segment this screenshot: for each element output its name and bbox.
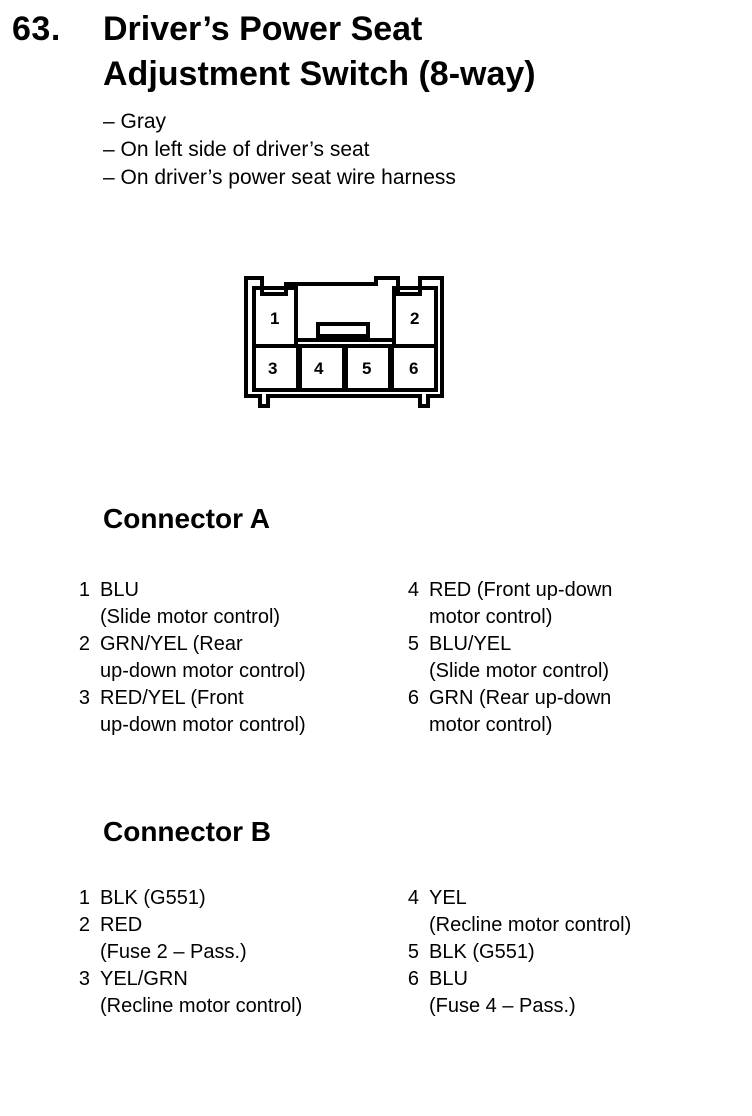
connector-a-pin-6: 6 GRN (Rear up-down motor control) (405, 685, 735, 739)
note-color: – Gray (103, 110, 167, 133)
pin-function: (Slide motor control) (429, 660, 610, 682)
connector-b-left-column: 1 BLK (G551) 2 RED (Fuse 2 – Pass.) 3 YE… (76, 885, 406, 1020)
pin-number: 1 (78, 887, 90, 909)
connector-a-pin-5: 5 BLU/YEL (Slide motor control) (405, 631, 735, 685)
connector-b-heading: Connector B (103, 816, 271, 847)
pin-number: 4 (407, 579, 419, 601)
latch (316, 322, 370, 338)
pin-wire: RED (100, 914, 143, 936)
pin-function: (Fuse 2 – Pass.) (100, 941, 247, 963)
connector-notes: – Gray – On left side of driver’s seat –… (103, 108, 456, 192)
connector-a-pin-3: 3 RED/YEL (Front up-down motor control) (76, 685, 406, 739)
connector-b-right-column: 4 YEL (Recline motor control) 5 BLK (G55… (405, 885, 735, 1020)
pin-number: 2 (78, 914, 90, 936)
pin-number: 6 (407, 968, 419, 990)
pin-number: 5 (407, 633, 419, 655)
pin-wire: BLU (429, 968, 468, 990)
pin-function: up-down motor control) (100, 660, 306, 682)
pin-number: 2 (78, 633, 90, 655)
connector-diagram: 1 2 3 4 5 6 (244, 276, 444, 408)
pin-wire: RED (Front up-down (429, 579, 613, 601)
connector-a-left-column: 1 BLU (Slide motor control) 2 GRN/YEL (R… (76, 577, 406, 739)
pin-function: (Fuse 4 – Pass.) (429, 995, 576, 1017)
pin-wire: YEL (429, 887, 467, 909)
connector-a-heading: Connector A (103, 503, 270, 534)
pin-label-3: 3 (268, 359, 277, 378)
connector-a-pin-1: 1 BLU (Slide motor control) (76, 577, 406, 631)
pin-label-4: 4 (314, 359, 324, 378)
pin-function: motor control) (429, 714, 553, 736)
page-title-line-1: Driver’s Power Seat (103, 10, 423, 48)
note-location: – On left side of driver’s seat (103, 138, 370, 161)
pin-label-1: 1 (270, 309, 279, 328)
pin-label-6: 6 (409, 359, 418, 378)
pin-number: 6 (407, 687, 419, 709)
connector-b-pin-6: 6 BLU (Fuse 4 – Pass.) (405, 966, 735, 1020)
cavity-6 (390, 344, 438, 392)
page-title-line-2: Adjustment Switch (8-way) (103, 55, 536, 93)
pin-number: 5 (407, 941, 419, 963)
pin-number: 3 (78, 687, 90, 709)
pin-function: (Recline motor control) (429, 914, 632, 936)
pin-wire: RED/YEL (Front (100, 687, 244, 709)
pin-number: 3 (78, 968, 90, 990)
pin-wire: BLU (100, 579, 139, 601)
connector-a-right-column: 4 RED (Front up-down motor control) 5 BL… (405, 577, 735, 739)
pin-label-2: 2 (410, 309, 419, 328)
section-number: 63. (12, 10, 61, 48)
pin-function: motor control) (429, 606, 553, 628)
pin-function: up-down motor control) (100, 714, 306, 736)
connector-b-pin-5: 5 BLK (G551) (405, 939, 735, 966)
pin-wire: BLU/YEL (429, 633, 512, 655)
pin-number: 4 (407, 887, 419, 909)
connector-b-pin-4: 4 YEL (Recline motor control) (405, 885, 735, 939)
pin-function: (Recline motor control) (100, 995, 303, 1017)
pin-function: (Slide motor control) (100, 606, 281, 628)
pin-wire: GRN/YEL (Rear (100, 633, 243, 655)
pin-number: 1 (78, 579, 90, 601)
connector-b-pin-1: 1 BLK (G551) (76, 885, 406, 912)
pin-wire: BLK (G551) (100, 887, 206, 909)
note-harness: – On driver’s power seat wire harness (103, 166, 456, 189)
pin-label-5: 5 (362, 359, 371, 378)
pin-wire: GRN (Rear up-down (429, 687, 612, 709)
pin-wire: YEL/GRN (100, 968, 188, 990)
connector-b-pin-2: 2 RED (Fuse 2 – Pass.) (76, 912, 406, 966)
connector-a-pin-2: 2 GRN/YEL (Rear up-down motor control) (76, 631, 406, 685)
pin-wire: BLK (G551) (429, 941, 535, 963)
connector-a-pin-4: 4 RED (Front up-down motor control) (405, 577, 735, 631)
connector-b-pin-3: 3 YEL/GRN (Recline motor control) (76, 966, 406, 1020)
